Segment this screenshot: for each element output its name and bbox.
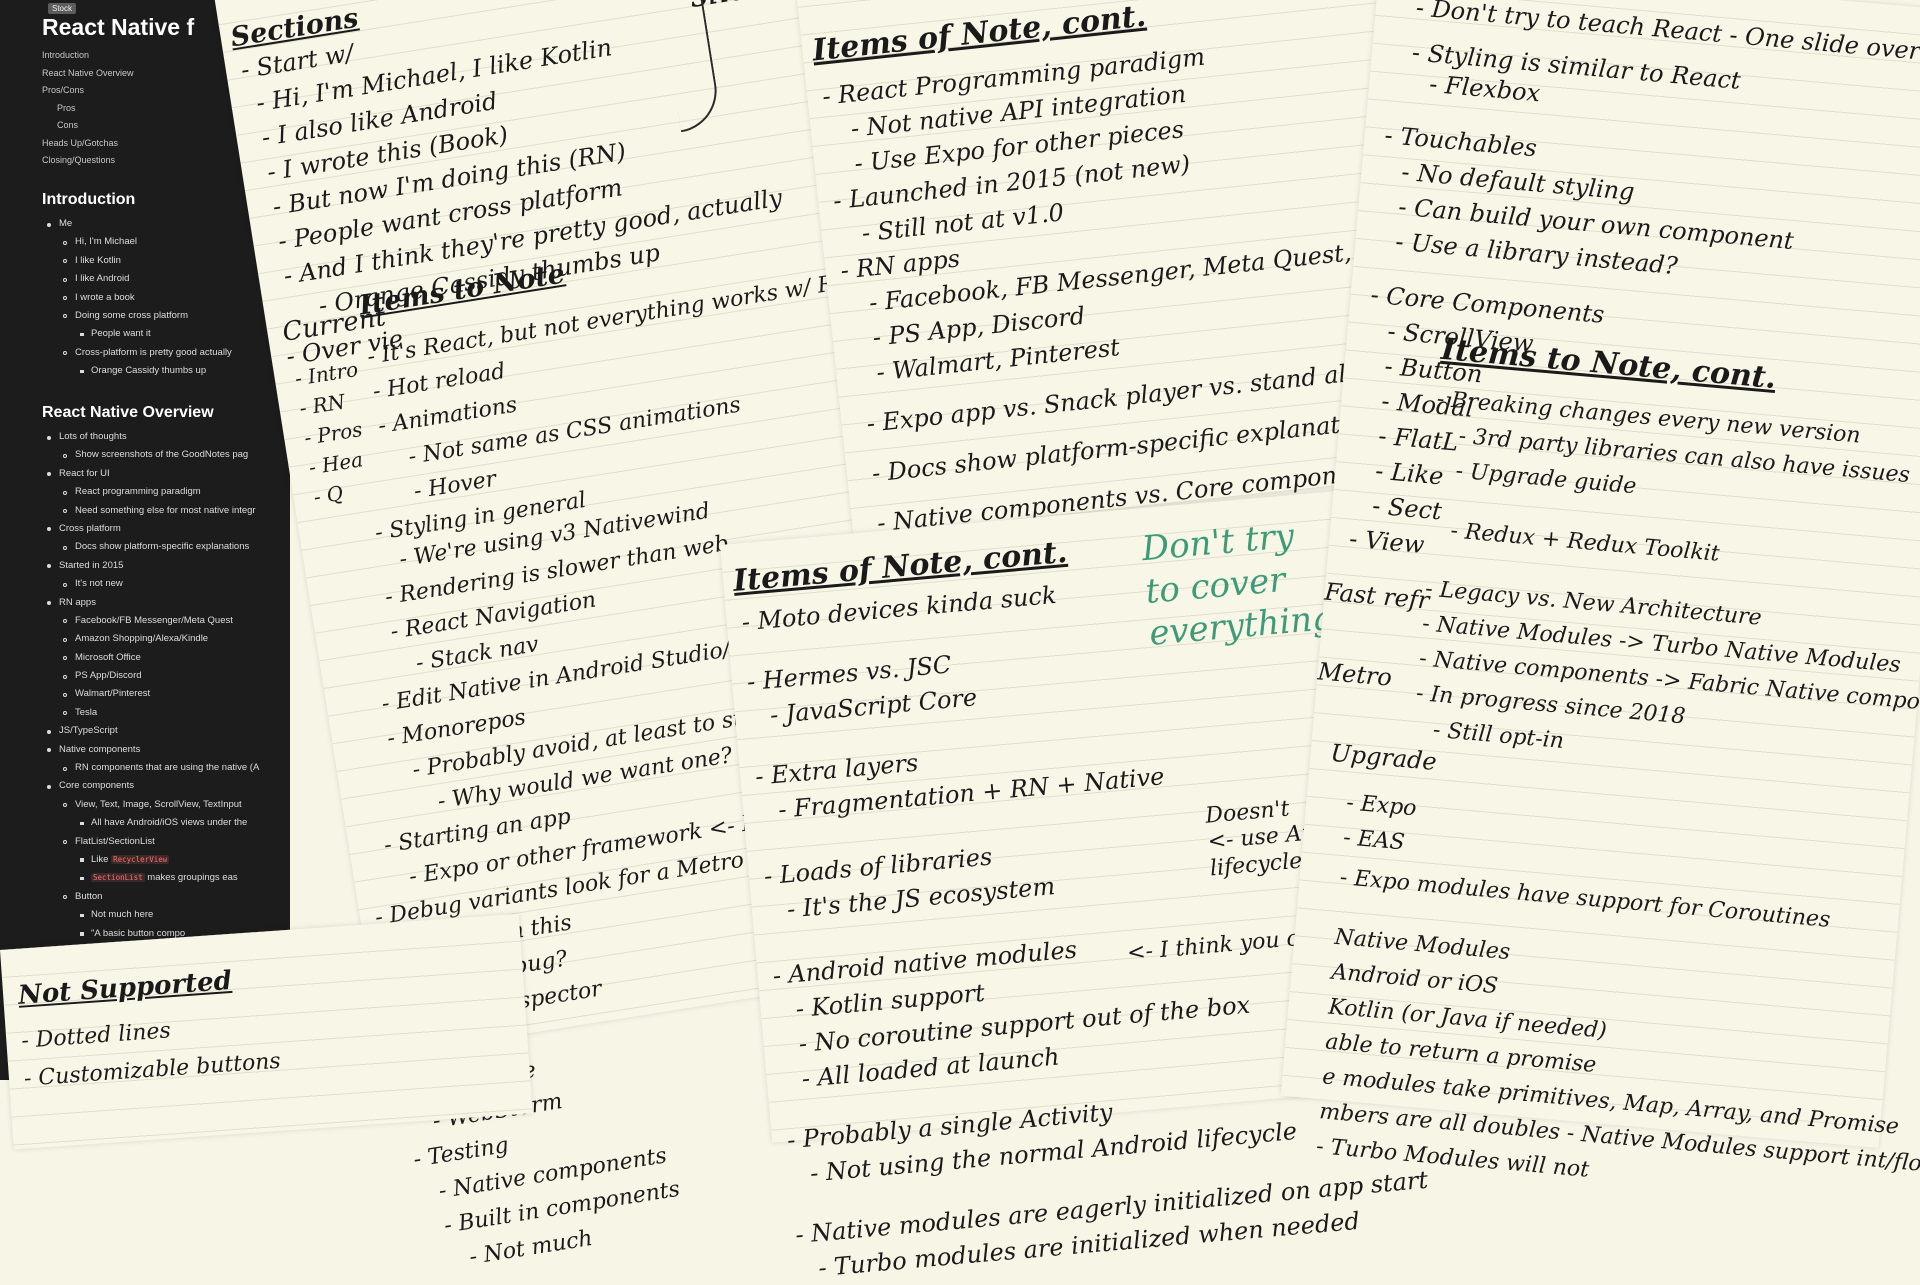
handwritten-line: - Pros — [302, 417, 364, 450]
bracket — [649, 0, 723, 133]
handwritten-line: - Like — [1374, 456, 1445, 491]
note-page-right: - Don't try to teach React - One slide o… — [1280, 0, 1920, 1183]
outline-item: Me — [42, 215, 232, 233]
outline-item: People want it — [42, 325, 232, 343]
outline-item: Microsoft Office — [42, 649, 259, 667]
handwritten-line: Native Modules — [1333, 924, 1512, 966]
handwritten-line: Upgrade — [1329, 738, 1438, 776]
toc-link[interactable]: Heads Up/Gotchas — [42, 137, 119, 148]
outline-item: I wrote a book — [42, 289, 232, 307]
outline-item: Need something else for most native inte… — [42, 502, 259, 520]
outline-item: Like RecyclerView — [42, 851, 259, 869]
outline-item: Show screenshots of the GoodNotes pag — [42, 446, 259, 464]
outline-item: It's not new — [42, 575, 259, 593]
outline-item: Not much here — [42, 906, 259, 924]
not-supported-heading: Not Supported — [17, 965, 233, 1011]
handwritten-line: - Redux + Redux Toolkit — [1449, 518, 1721, 567]
outline-item: Lots of thoughts — [42, 428, 259, 446]
handwritten-line: - Android native modules — [771, 935, 1079, 990]
outline-item: Walmart/Pinterest — [42, 685, 259, 703]
dont-cover-everything-note: Don't try to cover everything — [1140, 516, 1336, 654]
handwritten-line: - Dotted lines — [20, 1018, 172, 1054]
stock-badge: Stock — [48, 3, 77, 14]
handwritten-line: Android or iOS — [1330, 959, 1499, 1000]
outline-item: Button — [42, 888, 259, 906]
outline-item: I like Android — [42, 270, 232, 288]
toc-link[interactable]: Introduction — [42, 50, 90, 60]
section-heading-overview: React Native Overview — [42, 404, 214, 421]
handwritten-line: - Hover — [412, 466, 498, 505]
outline-item: Tesla — [42, 704, 259, 722]
outline-item: Cross-platform is pretty good actually — [42, 344, 232, 362]
handwritten-line: - Expo modules have support for Coroutin… — [1338, 865, 1832, 933]
handwritten-line: Metro — [1316, 657, 1394, 692]
inline-code: SectionList — [91, 873, 145, 883]
outline-item: Doing some cross platform — [42, 307, 232, 325]
handwritten-line: - Touchables — [1383, 121, 1538, 163]
outline-item-text: makes groupings eas — [144, 872, 238, 884]
handwritten-line: Fast refr — [1323, 577, 1431, 615]
outline-item: Native components — [42, 741, 259, 759]
right-page-lines: - Don't try to teach React - One slide o… — [1317, 0, 1920, 776]
outline-item: View, Text, Image, ScrollView, TextInput — [42, 796, 259, 814]
handwritten-line: - Sect — [1371, 491, 1443, 526]
items-to-note-cont-heading: Items to Note, cont. — [1439, 331, 1778, 397]
handwritten-line: - Testing — [411, 1132, 511, 1173]
toc-link[interactable]: Pros — [57, 102, 76, 113]
handwritten-line: - Facebook, FB Messenger, Meta Quest, Of… — [867, 230, 1432, 317]
handwritten-line: - Not much — [467, 1225, 595, 1271]
note-page-not-supported: Not Supported - Dotted lines- Customizab… — [0, 913, 533, 1150]
outline-item: Cross platform — [42, 520, 259, 538]
outline-item: RN components that are using the native … — [42, 759, 259, 777]
outline-item: "A basic button compo — [42, 925, 259, 943]
outline-item: Orange Cassidy thumbs up — [42, 362, 232, 380]
outline-item: React programming paradigm — [42, 483, 259, 501]
outline-item: Hi, I'm Michael — [42, 233, 232, 251]
outline-item: PS App/Discord — [42, 667, 259, 685]
handwritten-line: - RN apps — [839, 244, 962, 285]
handwritten-line: - Upgrade guide — [1454, 458, 1638, 500]
outline-item: Facebook/FB Messenger/Meta Quest — [42, 612, 259, 630]
document-title: React Native f — [42, 14, 195, 40]
outline-item: Core components — [42, 777, 259, 795]
outline-item: Docs show platform-specific explanations — [42, 538, 259, 556]
outline-item: RN apps — [42, 594, 259, 612]
handwritten-line: - Extra layers — [754, 748, 920, 791]
handwritten-line: - EAS — [1342, 825, 1406, 856]
toc-link[interactable]: Pros/Cons — [42, 85, 85, 95]
handwritten-line: - Expo — [1345, 790, 1418, 822]
outline-item: FlatList/SectionList — [42, 833, 259, 851]
handwritten-line: - Still opt-in — [1431, 717, 1565, 754]
handwritten-line: - FlatL — [1377, 421, 1460, 457]
handwritten-line: - View — [1348, 524, 1426, 560]
handwritten-line: - Q — [311, 480, 345, 510]
outline-item: SectionList makes groupings eas — [42, 869, 259, 887]
toc-link[interactable]: React Native Overview — [42, 67, 134, 78]
handwritten-line: - RN — [297, 389, 347, 421]
handwritten-line: - Customizable buttons — [23, 1048, 282, 1092]
handwritten-line: - Hea — [307, 447, 365, 480]
outline-item: Started in 2015 — [42, 557, 259, 575]
outline-item: JS/TypeScript — [42, 722, 259, 740]
outline-item: I like Kotlin — [42, 252, 232, 270]
outline-item-text: Like — [91, 853, 112, 865]
outline-item: All have Android/iOS views under the — [42, 814, 259, 832]
inline-code: RecyclerView — [111, 854, 170, 864]
toc-link[interactable]: Closing/Questions — [42, 155, 116, 165]
outline-item: React for UI — [42, 465, 259, 483]
outline-item: Amazon Shopping/Alexa/Kindle — [42, 630, 259, 648]
section-heading-introduction: Introduction — [42, 191, 136, 208]
toc-link[interactable]: Cons — [57, 120, 79, 130]
